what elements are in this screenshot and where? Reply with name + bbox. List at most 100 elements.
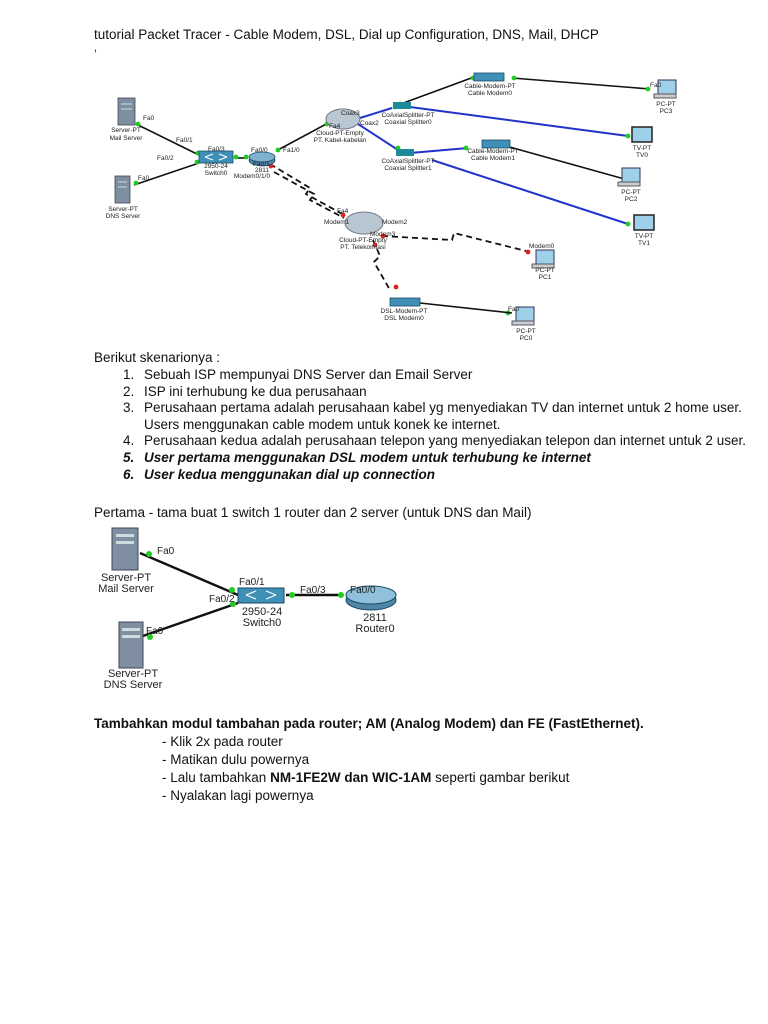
port-label: Fa0/0 bbox=[350, 585, 376, 596]
label: 2811 bbox=[363, 612, 387, 624]
coax-cloud-splitter1 bbox=[357, 123, 399, 151]
link-dsl-pc0 bbox=[419, 302, 513, 314]
port-label: Fa0/1 bbox=[239, 577, 265, 588]
port-label: Fa0 bbox=[508, 306, 520, 313]
pc0-icon bbox=[511, 306, 535, 326]
phone-router-cloud bbox=[269, 163, 347, 217]
label: PC0 bbox=[520, 335, 533, 342]
label: Cloud-PT-Empty bbox=[316, 130, 364, 137]
link-router-cloud bbox=[275, 121, 331, 152]
phone-links bbox=[269, 163, 531, 291]
port-label: Fa0 bbox=[650, 82, 662, 89]
small-topology-diagram: Server-PT Mail Server Server-PT DNS Serv… bbox=[98, 527, 397, 691]
dns-server-icon bbox=[118, 621, 144, 669]
label: Cable Modem0 bbox=[468, 90, 512, 97]
stray-mark: , bbox=[94, 42, 98, 54]
port-label: Fa0 bbox=[138, 175, 150, 182]
scenario-intro: Berikut skenarionya : bbox=[94, 350, 221, 365]
port-label: Coax2 bbox=[360, 120, 379, 127]
coaxial-splitter1-icon bbox=[396, 149, 414, 156]
port-label: Fa0/1 bbox=[176, 137, 193, 144]
label: PC-PT bbox=[656, 101, 676, 108]
port-label: Modem1 bbox=[324, 219, 350, 226]
coax-splitter0-tv0 bbox=[409, 106, 629, 137]
label: TV1 bbox=[638, 240, 650, 247]
label: TV-PT bbox=[635, 233, 653, 240]
list-item: Perusahaan pertama adalah perusahaan kab… bbox=[138, 400, 768, 433]
label: Server-PT bbox=[101, 572, 151, 584]
port-label: Fa4 bbox=[329, 123, 341, 130]
port-label: Modem0 bbox=[529, 243, 555, 250]
router-icon bbox=[345, 585, 397, 611]
list-item: - Lalu tambahkan NM-1FE2W dan WIC-1AM se… bbox=[162, 769, 569, 787]
label: Cable-Modem-PT bbox=[464, 83, 515, 90]
link-cm1-pc2 bbox=[505, 145, 629, 181]
first-step-text: Pertama - tama buat 1 switch 1 router da… bbox=[94, 505, 532, 520]
pc2-icon bbox=[617, 167, 641, 187]
cable-modem0-icon bbox=[473, 72, 505, 82]
label: TV-PT bbox=[633, 145, 651, 152]
list-item: Sebuah ISP mempunyai DNS Server dan Emai… bbox=[138, 367, 768, 384]
label: PC1 bbox=[539, 274, 552, 281]
link-dns-switch bbox=[133, 162, 200, 186]
label: 2811 bbox=[255, 167, 269, 174]
label: PC-PT bbox=[516, 328, 536, 335]
label: TV0 bbox=[636, 152, 648, 159]
link-cm0-pc3 bbox=[511, 77, 651, 90]
label: Coaxial Splitter0 bbox=[384, 119, 432, 126]
label: CoAxialSplitter-PT bbox=[381, 112, 434, 119]
cloud-telephone-icon bbox=[344, 211, 384, 235]
coax-splitter1-cm1 bbox=[409, 147, 469, 154]
label: PT. Telekomtasi bbox=[340, 244, 385, 251]
port-label: Modem3 bbox=[370, 231, 396, 238]
label: PT. Kabel-kabelan bbox=[314, 137, 367, 144]
label: Coaxial Splitter1 bbox=[384, 165, 432, 172]
cloud-cable-icon bbox=[325, 108, 361, 130]
link-splitter0-cm0 bbox=[397, 76, 475, 106]
port-label: Fa0/2 bbox=[157, 155, 174, 162]
step-text: seperti gambar berikut bbox=[431, 770, 570, 785]
coax-cloud-splitter0 bbox=[359, 107, 393, 119]
list-item: User kedua menggunakan dial up connectio… bbox=[138, 467, 768, 484]
port-label: Fa0 bbox=[146, 626, 164, 637]
tv0-icon bbox=[631, 126, 653, 143]
port-label: Fa1/0 bbox=[283, 147, 300, 154]
label: Switch0 bbox=[205, 170, 228, 177]
label: Cable-Modem-PT bbox=[467, 148, 518, 155]
label: Server-PT bbox=[108, 668, 158, 680]
link-status-dots bbox=[146, 551, 344, 640]
label: Server-PT bbox=[108, 206, 138, 213]
label: CoAxialSplitter-PT bbox=[381, 158, 434, 165]
link-mail-switch bbox=[135, 123, 200, 156]
port-label: Fa0/3 bbox=[208, 146, 225, 153]
port-label: Fa0/0 bbox=[251, 147, 268, 154]
phone-cloud-dsl bbox=[372, 239, 391, 291]
port-label: Fa4 bbox=[337, 208, 349, 215]
port-label: Fa0/3 bbox=[300, 585, 326, 596]
link-dns-switch bbox=[139, 601, 239, 639]
mail-server-icon bbox=[117, 97, 136, 126]
label: PC-PT bbox=[535, 267, 555, 274]
cable-modem1-icon bbox=[481, 139, 511, 149]
label: PC-PT bbox=[621, 189, 641, 196]
label: Server-PT bbox=[111, 127, 141, 134]
label: DNS Server bbox=[104, 679, 163, 691]
label: Mail Server bbox=[110, 135, 144, 142]
port-label: Modem2 bbox=[382, 219, 408, 226]
label: Cable Modem1 bbox=[471, 155, 515, 162]
label: Mail Server bbox=[98, 583, 154, 595]
scenario-list: Sebuah ISP mempunyai DNS Server dan Emai… bbox=[94, 367, 768, 483]
ethernet-links bbox=[133, 76, 651, 186]
module-names: NM-1FE2W dan WIC-1AM bbox=[270, 770, 432, 785]
port-label: Fa0/1 bbox=[253, 161, 270, 168]
router-icon bbox=[248, 151, 276, 167]
dsl-modem-icon bbox=[389, 297, 421, 307]
list-item: - Nyalakan lagi powernya bbox=[162, 788, 314, 803]
module-heading: Tambahkan modul tambahan pada router; AM… bbox=[94, 716, 644, 731]
switch-icon bbox=[237, 587, 285, 604]
switch-icon bbox=[198, 150, 234, 164]
label: DNS Server bbox=[106, 213, 142, 220]
tv1-icon bbox=[633, 214, 655, 231]
phone-cloud-pc1 bbox=[381, 231, 531, 253]
